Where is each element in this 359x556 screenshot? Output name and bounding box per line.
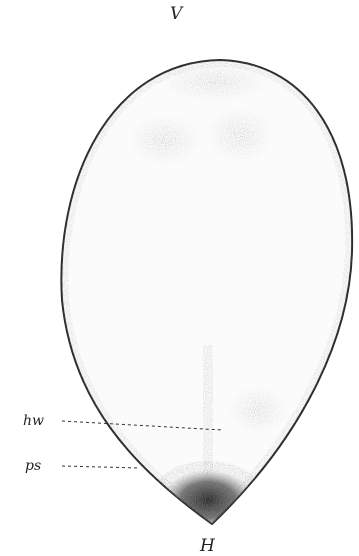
hw-label: hw — [23, 414, 44, 428]
ps-leader-line — [62, 466, 140, 468]
bottom-pole-label: H — [200, 538, 215, 555]
ps-label: ps — [25, 459, 41, 473]
top-pole-label: V — [170, 6, 182, 23]
